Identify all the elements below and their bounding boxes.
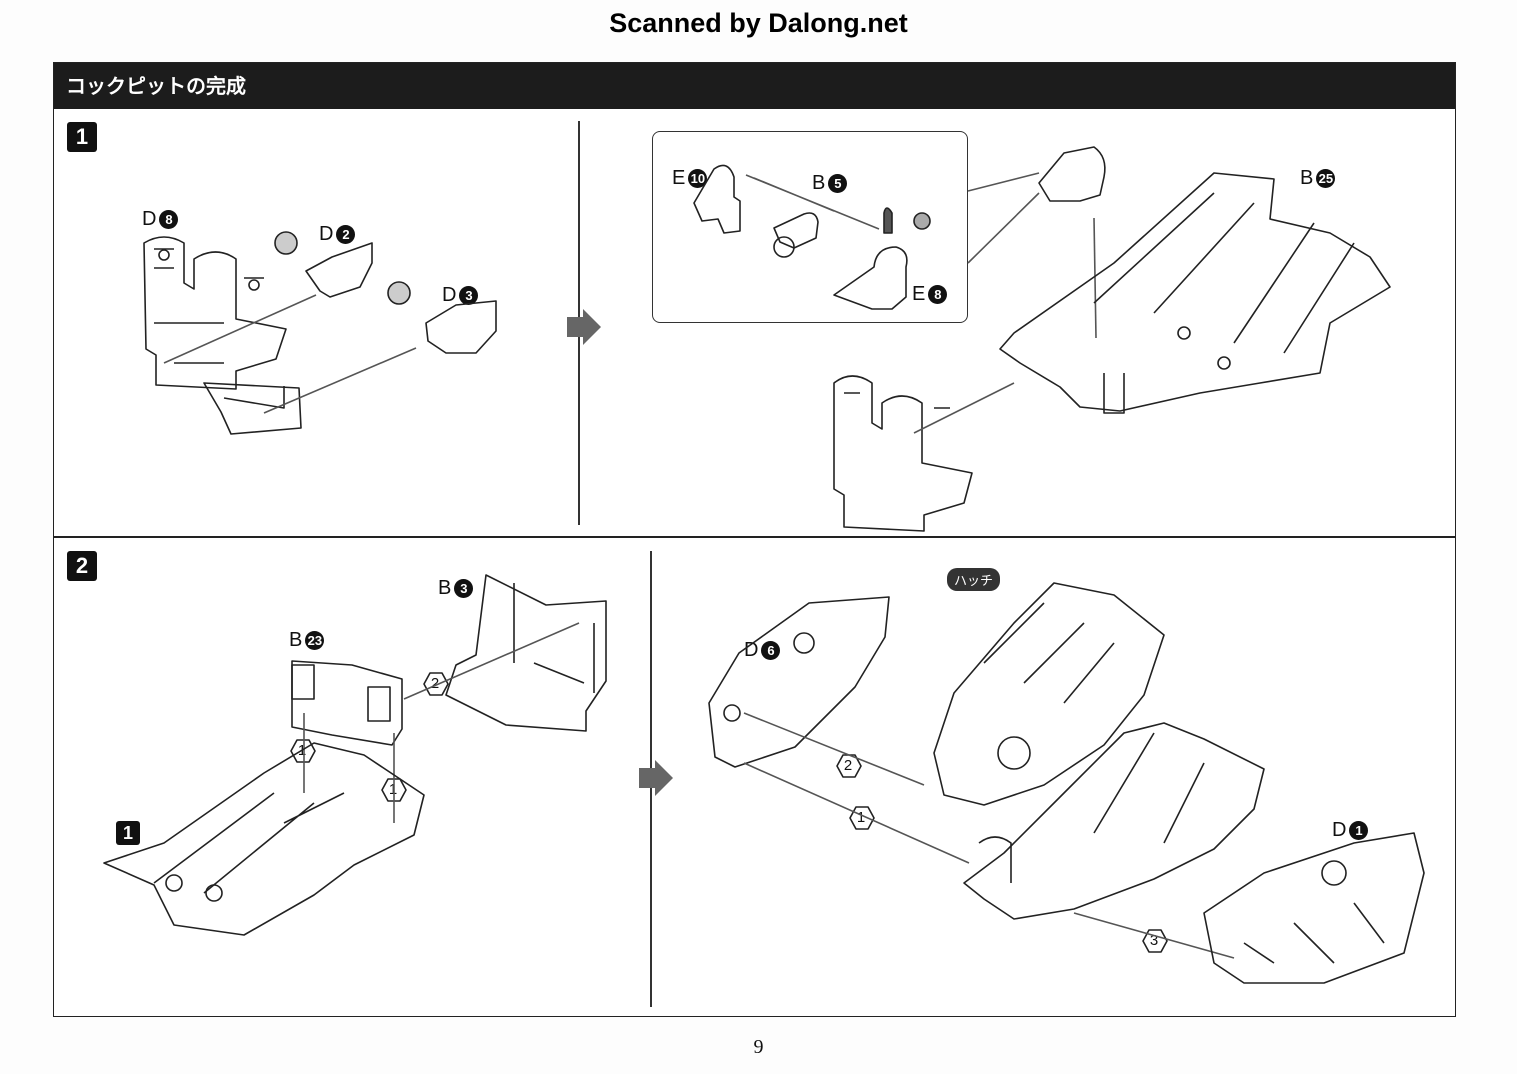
step-number-2: 2 — [67, 551, 97, 581]
order-number-1: 1 — [388, 781, 398, 798]
assembly-illustrations — [103, 146, 1425, 984]
detail-inset — [652, 131, 968, 323]
order-number-2: 2 — [843, 757, 853, 774]
step-number-1: 1 — [67, 122, 97, 152]
flow-arrow-icon — [567, 309, 601, 345]
hatch-label: ハッチ — [947, 568, 1001, 591]
watermark: Scanned by Dalong.net — [609, 8, 908, 38]
row-divider — [54, 536, 1455, 538]
order-number-1: 1 — [856, 809, 866, 826]
step-reference-1: 1 — [116, 821, 140, 845]
order-number-3: 3 — [1149, 932, 1159, 949]
order-number-2: 2 — [430, 675, 440, 692]
section-title: コックピットの完成 — [54, 63, 1455, 109]
flow-arrow-icon — [639, 760, 673, 796]
page-number: 9 — [753, 1036, 764, 1058]
